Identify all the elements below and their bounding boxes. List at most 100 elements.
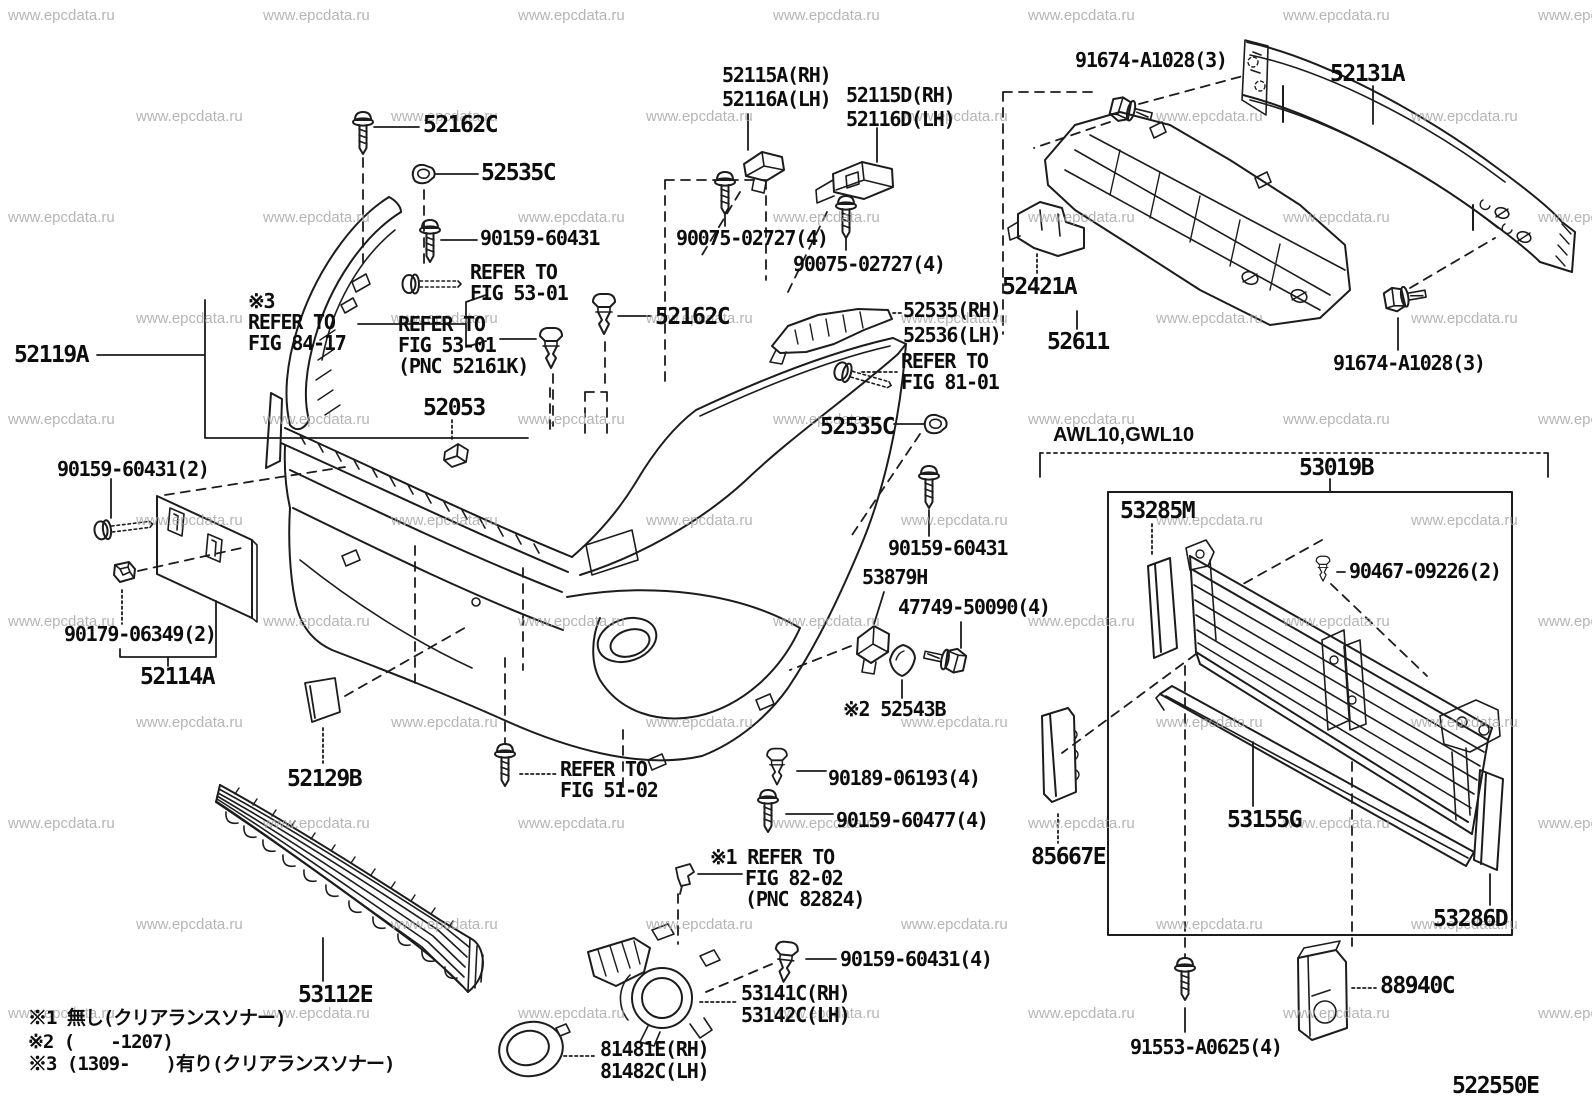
label-81482c: 81482C(LH) xyxy=(600,1059,710,1083)
label-85667e: 85667E xyxy=(1031,844,1107,870)
label-90189-06193: 90189-06193(4) xyxy=(828,766,981,790)
push-clip-icon xyxy=(592,293,616,335)
label-47749-50090: 47749-50090(4) xyxy=(898,595,1051,619)
note-1: ※1 無し(クリアランスソナー) xyxy=(28,1007,286,1029)
label-53141c: 53141C(RH) xyxy=(741,981,851,1005)
label-refer-5301-b1: REFER TO xyxy=(398,312,486,336)
label-note3-ref2: REFER TO xyxy=(248,310,336,334)
radiator-side-seal-right-drawing xyxy=(1473,769,1504,871)
push-clip-icon xyxy=(539,327,563,369)
screw-icon xyxy=(835,195,857,239)
label-52131a: 52131A xyxy=(1330,61,1406,87)
label-52162c-top: 52162C xyxy=(423,112,499,138)
bumper-side-bracket-upper-drawing xyxy=(743,151,894,204)
label-refer-8101-1: REFER TO xyxy=(901,349,989,373)
label-refer-5301-a2: FIG 53-01 xyxy=(470,281,569,305)
energy-absorber-drawing xyxy=(1044,111,1351,326)
screw-icon xyxy=(918,465,940,509)
label-90159-60431-top: 90159-60431 xyxy=(480,226,600,250)
absorber-side-bracket-drawing xyxy=(1007,201,1085,257)
label-refer-8101-2: FIG 81-01 xyxy=(901,370,1000,394)
label-52119a: 52119A xyxy=(14,342,90,368)
label-refer-5102-2: FIG 51-02 xyxy=(560,778,659,802)
label-52053: 52053 xyxy=(423,395,486,421)
label-refer-5301-a1: REFER TO xyxy=(470,260,558,284)
assembly-dashed-lines xyxy=(137,75,1496,993)
grommet-nut-icon xyxy=(923,413,948,435)
label-refer-8202-3: (PNC 82824) xyxy=(745,887,865,911)
fog-lamp-bracket-drawing xyxy=(587,923,721,1047)
label-52115a: 52115A(RH) xyxy=(722,63,832,87)
fog-lamp-bezel-drawing xyxy=(498,1020,571,1078)
license-plate-bracket-drawing xyxy=(156,495,258,623)
label-52114a: 52114A xyxy=(140,664,216,690)
screw-icon xyxy=(92,513,155,542)
label-88940c: 88940C xyxy=(1380,973,1456,999)
label-52421a: 52421A xyxy=(1002,274,1078,300)
label-52162c-mid: 52162C xyxy=(655,304,731,330)
label-52116a: 52116A(LH) xyxy=(722,87,832,111)
note-3: ※3 (1309- )有り(クリアランスソナー) xyxy=(28,1053,395,1075)
label-52535-rh: 52535(RH) xyxy=(903,298,1002,322)
label-90467-09226: 90467-09226(2) xyxy=(1349,559,1502,583)
label-53019b: 53019B xyxy=(1299,455,1375,481)
label-53879h: 53879H xyxy=(862,565,928,589)
label-52611: 52611 xyxy=(1047,329,1110,355)
bolt-icon xyxy=(1107,94,1156,130)
bumper-reinforcement-beam-drawing xyxy=(1241,39,1576,273)
label-refer-8202-2: FIG 82-02 xyxy=(745,866,844,890)
radiator-side-plate-drawing xyxy=(1041,707,1080,803)
label-53285m: 53285M xyxy=(1120,498,1196,524)
label-refer-5102-1: REFER TO xyxy=(560,757,648,781)
screw-icon xyxy=(494,743,516,787)
label-note3-ref1: ※3 xyxy=(248,289,276,313)
screw-icon xyxy=(419,219,441,263)
clearance-sonar-sensor-drawing xyxy=(856,625,890,675)
label-53112e: 53112E xyxy=(298,982,374,1008)
label-52115d: 52115D(RH) xyxy=(846,83,956,107)
diagram-code: 522550E xyxy=(1452,1073,1540,1099)
screw-icon xyxy=(714,171,736,215)
push-clip-icon xyxy=(1315,555,1331,582)
label-52116d: 52116D(LH) xyxy=(846,107,956,131)
label-91674-bottom: 91674-A1028(3) xyxy=(1333,351,1486,375)
bolt-icon xyxy=(1382,281,1429,315)
label-91674-top: 91674-A1028(3) xyxy=(1075,48,1228,72)
label-90075-02727-a: 90075-02727(4) xyxy=(676,226,829,250)
push-clip-icon xyxy=(766,747,788,786)
label-90159-60431-2: 90159-60431(2) xyxy=(57,457,210,481)
fog-harness-clip-drawing xyxy=(675,863,695,895)
push-clip-icon xyxy=(771,939,800,984)
label-90075-02727-b: 90075-02727(4) xyxy=(793,252,946,276)
lower-grille-drawing xyxy=(215,784,484,993)
radiator-support-box xyxy=(1107,491,1513,936)
label-52536-lh: 52536(LH) xyxy=(903,323,1002,347)
label-52535c-top: 52535C xyxy=(481,160,557,186)
label-53142c: 53142C(LH) xyxy=(741,1003,851,1027)
front-bumper-cover-drawing xyxy=(265,337,907,771)
label-awl10: AWL10,GWL10 xyxy=(1053,424,1195,446)
label-53286d: 53286D xyxy=(1433,906,1509,932)
screw-icon xyxy=(757,789,779,833)
bumper-hole-cover-drawing xyxy=(304,677,341,723)
label-refer-5301-b3: (PNC 52161K) xyxy=(398,354,529,378)
grommet-nut-icon xyxy=(411,163,436,185)
radiator-side-seal-left-drawing xyxy=(1147,557,1178,659)
leader-lines xyxy=(96,85,1549,1057)
bumper-piece-clip-drawing xyxy=(443,443,469,468)
label-90179-06349-2: 90179-06349(2) xyxy=(64,622,217,646)
label-53155g: 53155G xyxy=(1227,807,1303,833)
sensor-retainer-drawing xyxy=(889,644,916,677)
radiator-shutter-assembly-drawing xyxy=(1185,539,1501,835)
note-2: ※2 ( -1207) xyxy=(28,1031,174,1053)
label-91553-a0625: 91553-A0625(4) xyxy=(1130,1035,1283,1059)
shutter-cover-bracket-drawing xyxy=(1297,940,1348,1041)
square-grommet-icon xyxy=(113,561,136,583)
screw-icon xyxy=(352,111,374,155)
label-52543b: ※2 52543B xyxy=(843,697,947,721)
label-52535c-right: 52535C xyxy=(820,414,896,440)
screw-icon xyxy=(401,273,462,295)
label-note3-ref3: FIG 84-17 xyxy=(248,331,347,355)
